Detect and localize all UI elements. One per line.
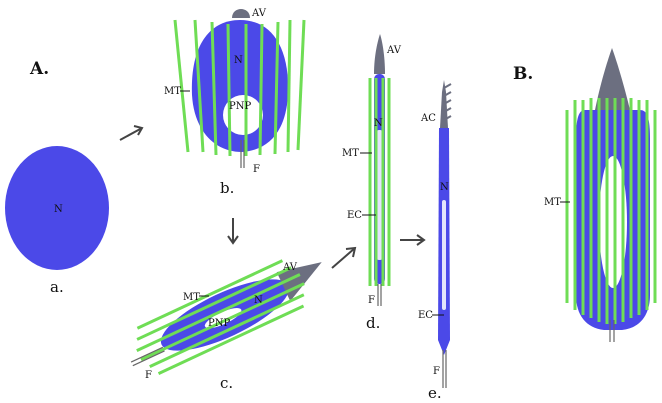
stage-a-nucleus-label: N (54, 204, 63, 215)
stage-b-f-label: F (253, 164, 260, 175)
stage-b-cell: AV N PNP MT F b. (164, 8, 306, 197)
panel-label-a: A. (29, 59, 49, 79)
stage-c-pnp (204, 308, 242, 329)
stage-c-av-label: AV (282, 262, 298, 273)
stage-e-ac-label: AC (420, 113, 436, 124)
stage-c-pnp-label: PNP (208, 318, 230, 329)
panel-b-mt-label: MT (544, 197, 561, 208)
stage-d-f-label: F (368, 295, 375, 306)
stage-e-ec-label: EC (418, 310, 433, 321)
panel-label-b: B. (513, 64, 533, 84)
panel-b-microtubules (565, 98, 657, 324)
stage-d-cell: AV N MT EC F d. (342, 34, 402, 332)
arrow-a-to-b (119, 125, 144, 141)
stage-d-mt-label: MT (342, 148, 359, 159)
arrow-c-to-d (331, 246, 357, 269)
stage-e-f-label: F (433, 366, 440, 377)
stage-b-mt-label: MT (164, 86, 181, 97)
stage-b-label: b. (220, 179, 234, 197)
stage-d-microtubules (368, 78, 391, 286)
stage-d-av-label: AV (386, 45, 402, 56)
stage-e-label: e. (428, 384, 442, 402)
stage-b-av-label: AV (251, 8, 267, 19)
stage-b-acrosomal-vesicle (232, 9, 250, 18)
stage-b-nucleus-label: N (234, 55, 243, 66)
stage-b-microtubules (173, 19, 306, 157)
stage-a-nucleus (5, 146, 109, 270)
stage-b-pnp-label: PNP (229, 101, 251, 112)
stage-e-acrosome-spikes (443, 83, 452, 121)
stage-d-nucleus-label: N (374, 118, 383, 129)
stage-e-cell: AC N EC F e. (418, 80, 452, 402)
arrow-b-to-c (227, 218, 239, 245)
stage-c-nucleus-label: N (254, 295, 263, 306)
stage-a-label: a. (50, 278, 64, 296)
stage-d-acrosomal-vesicle (374, 34, 385, 74)
panel-b-acrosome (595, 48, 630, 110)
stage-e-nucleus-label: N (440, 182, 449, 193)
stage-c-f-label: F (145, 370, 152, 381)
stage-c-label: c. (220, 374, 233, 392)
stage-c-microtubules (136, 259, 305, 375)
stage-d-ec-label: EC (347, 210, 362, 221)
stage-c-cell: AV N PNP MT F c. (130, 259, 322, 392)
stage-a-cell: N a. (5, 146, 109, 296)
stage-b-pnp (223, 95, 263, 135)
stage-d-label: d. (366, 314, 380, 332)
stage-c-mt-label: MT (183, 292, 200, 303)
panel-b-cell: MT (544, 48, 657, 342)
arrow-d-to-e (400, 234, 426, 246)
